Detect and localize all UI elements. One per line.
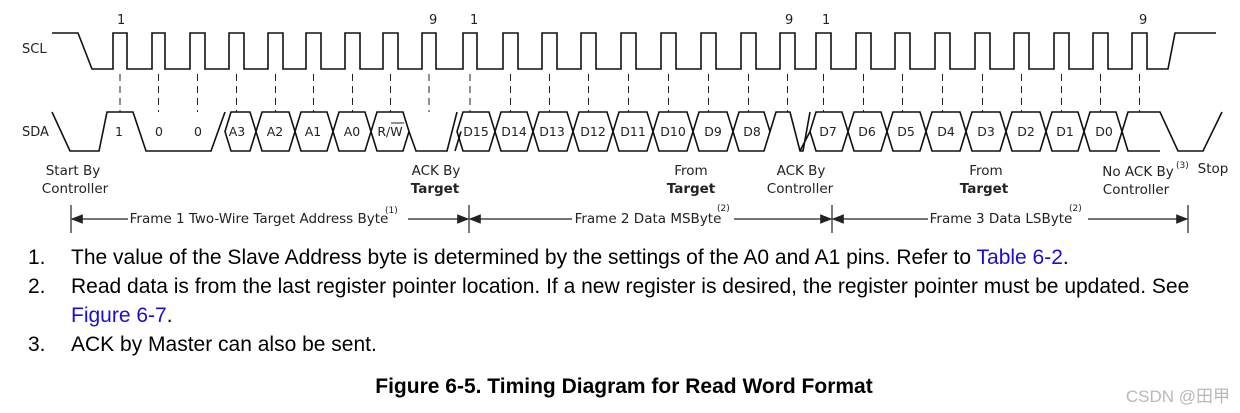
sda-segment — [769, 111, 811, 152]
sda-segment — [1121, 131, 1160, 152]
from-annotation: From — [969, 163, 1002, 179]
bit-label: D3 — [977, 124, 995, 139]
footnote-number: 2. — [28, 275, 46, 298]
footnote-item: 2. Read data is from the last register po… — [28, 272, 1228, 330]
figure-6-7-link[interactable]: Figure 6-7 — [71, 304, 167, 327]
bit-label: D13 — [539, 124, 565, 139]
scl-waveform — [52, 32, 1216, 70]
start-annotation: Controller — [42, 181, 109, 197]
bit-label: D10 — [660, 124, 686, 139]
bit-label: R/W — [377, 124, 402, 139]
clock-number: 1 — [470, 13, 478, 28]
bit-label: 1 — [115, 124, 123, 139]
from-annotation: From — [674, 163, 707, 179]
bit-label: D7 — [819, 124, 837, 139]
frame-label: Frame 1 Two-Wire Target Address Byte — [130, 211, 389, 227]
bit-label: D4 — [937, 124, 955, 139]
footnote-text: The value of the Slave Address byte is d… — [71, 246, 977, 269]
sda-segment — [408, 111, 458, 152]
sda-segment — [51, 111, 226, 152]
scl-label: SCL — [22, 42, 47, 57]
noack-annotation: No ACK By — [1102, 164, 1173, 180]
bit-label: A0 — [344, 124, 361, 139]
bit-label: D1 — [1056, 124, 1074, 139]
clock-number: 1 — [117, 13, 125, 28]
sda-segment — [799, 131, 811, 152]
frame-label: Frame 3 Data LSByte — [930, 211, 1073, 227]
bit-label: D9 — [704, 124, 722, 139]
footnote-text: ACK by Master can also be sent. — [71, 333, 377, 356]
bit-label: D6 — [858, 124, 876, 139]
ack-annotation: ACK By — [777, 163, 826, 179]
frame-markers — [70, 205, 1189, 233]
sda-waveform — [51, 111, 1223, 152]
ack-annotation: ACK By — [412, 163, 461, 179]
from-annotation: Target — [960, 181, 1009, 197]
frame-label: Frame 2 Data MSByte — [575, 211, 722, 227]
footnote-number: 1. — [28, 246, 46, 269]
footnote-text: . — [1062, 246, 1069, 269]
stop-annotation: Stop — [1198, 161, 1229, 177]
timing-diagram: SCL SDA 1 9 1 9 1 9 1 0 0 A3 A2 A1 A0 R/… — [22, 13, 1229, 233]
clock-number: 1 — [822, 13, 830, 28]
clock-number: 9 — [1139, 13, 1147, 28]
sda-segment — [454, 131, 462, 152]
bit-label: A2 — [267, 124, 284, 139]
bit-label: D11 — [620, 124, 646, 139]
footnote-item: 1. The value of the Slave Address byte is… — [28, 243, 1228, 272]
bit-label: D0 — [1095, 124, 1113, 139]
bit-label: D15 — [463, 124, 489, 139]
bit-label: 0 — [194, 124, 202, 139]
bit-label: D12 — [580, 124, 606, 139]
ack-annotation: Target — [411, 181, 460, 197]
frame-footnote-mark: (2) — [717, 204, 730, 214]
from-annotation: Target — [667, 181, 716, 197]
noack-footnote-mark: (3) — [1176, 161, 1189, 171]
bit-label: D2 — [1017, 124, 1035, 139]
clock-number: 9 — [785, 13, 793, 28]
bit-label: 0 — [155, 124, 163, 139]
bit-label: A1 — [305, 124, 322, 139]
bit-label: D5 — [897, 124, 915, 139]
footnote-text: Read data is from the last register poin… — [71, 275, 1190, 298]
start-annotation: Start By — [46, 163, 101, 179]
footnote-text: . — [166, 304, 173, 327]
ack-annotation: Controller — [767, 181, 834, 197]
bit-label: D8 — [743, 124, 761, 139]
footnotes-list: 1. The value of the Slave Address byte is… — [28, 243, 1228, 359]
bit-label: D14 — [501, 124, 527, 139]
bit-label: A3 — [229, 124, 246, 139]
table-6-2-link[interactable]: Table 6-2 — [976, 246, 1063, 269]
noack-annotation: Controller — [1103, 182, 1170, 198]
sda-label: SDA — [22, 125, 49, 140]
frame-footnote-mark: (1) — [385, 206, 398, 216]
sda-segment — [1121, 111, 1223, 152]
frame-footnote-mark: (2) — [1069, 204, 1082, 214]
clock-number: 9 — [429, 13, 437, 28]
footnote-number: 3. — [28, 333, 46, 356]
footnote-item: 3. ACK by Master can also be sent. — [28, 330, 1228, 359]
watermark: CSDN @田甲 — [1125, 387, 1230, 406]
figure-caption: Figure 6-5. Timing Diagram for Read Word… — [375, 375, 873, 398]
dashed-guides — [119, 74, 1140, 112]
